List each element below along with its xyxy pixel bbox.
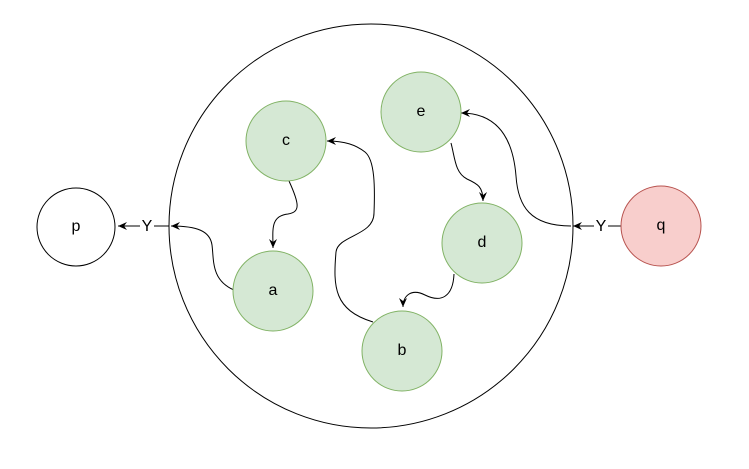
node-b-label: b	[398, 342, 407, 359]
node-b[interactable]: b	[361, 310, 443, 392]
node-e-label: e	[417, 103, 426, 120]
edge-label-left: Y	[142, 218, 153, 235]
edge-container-to-e	[460, 109, 572, 227]
node-c-label: c	[282, 132, 290, 149]
node-a-shape	[232, 250, 314, 332]
node-q-label: q	[657, 217, 666, 234]
edge-b-to-c	[326, 137, 375, 323]
edge-e-to-d	[450, 142, 487, 202]
edge-c-to-a	[268, 180, 298, 249]
node-c[interactable]: c	[245, 100, 327, 182]
edge-label-right: Y	[596, 218, 607, 235]
edge-d-to-b	[399, 273, 455, 308]
node-d-label: d	[478, 234, 487, 251]
node-d[interactable]: d	[441, 202, 523, 284]
edge-a-to-container	[170, 222, 235, 291]
node-a-label: a	[269, 282, 278, 299]
node-p-label: p	[72, 218, 81, 235]
edge-label-left-group: Y	[140, 216, 154, 236]
node-e[interactable]: e	[380, 71, 462, 153]
node-p-shape	[36, 187, 116, 267]
node-e-shape	[380, 71, 462, 153]
node-a[interactable]: a	[232, 250, 314, 332]
node-d-shape	[441, 202, 523, 284]
edge-label-right-group: Y	[594, 216, 608, 236]
node-q[interactable]: q	[620, 185, 702, 267]
node-b-shape	[361, 310, 443, 392]
node-q-shape	[620, 185, 702, 267]
node-c-shape	[245, 100, 327, 182]
node-p[interactable]: p	[36, 187, 116, 267]
